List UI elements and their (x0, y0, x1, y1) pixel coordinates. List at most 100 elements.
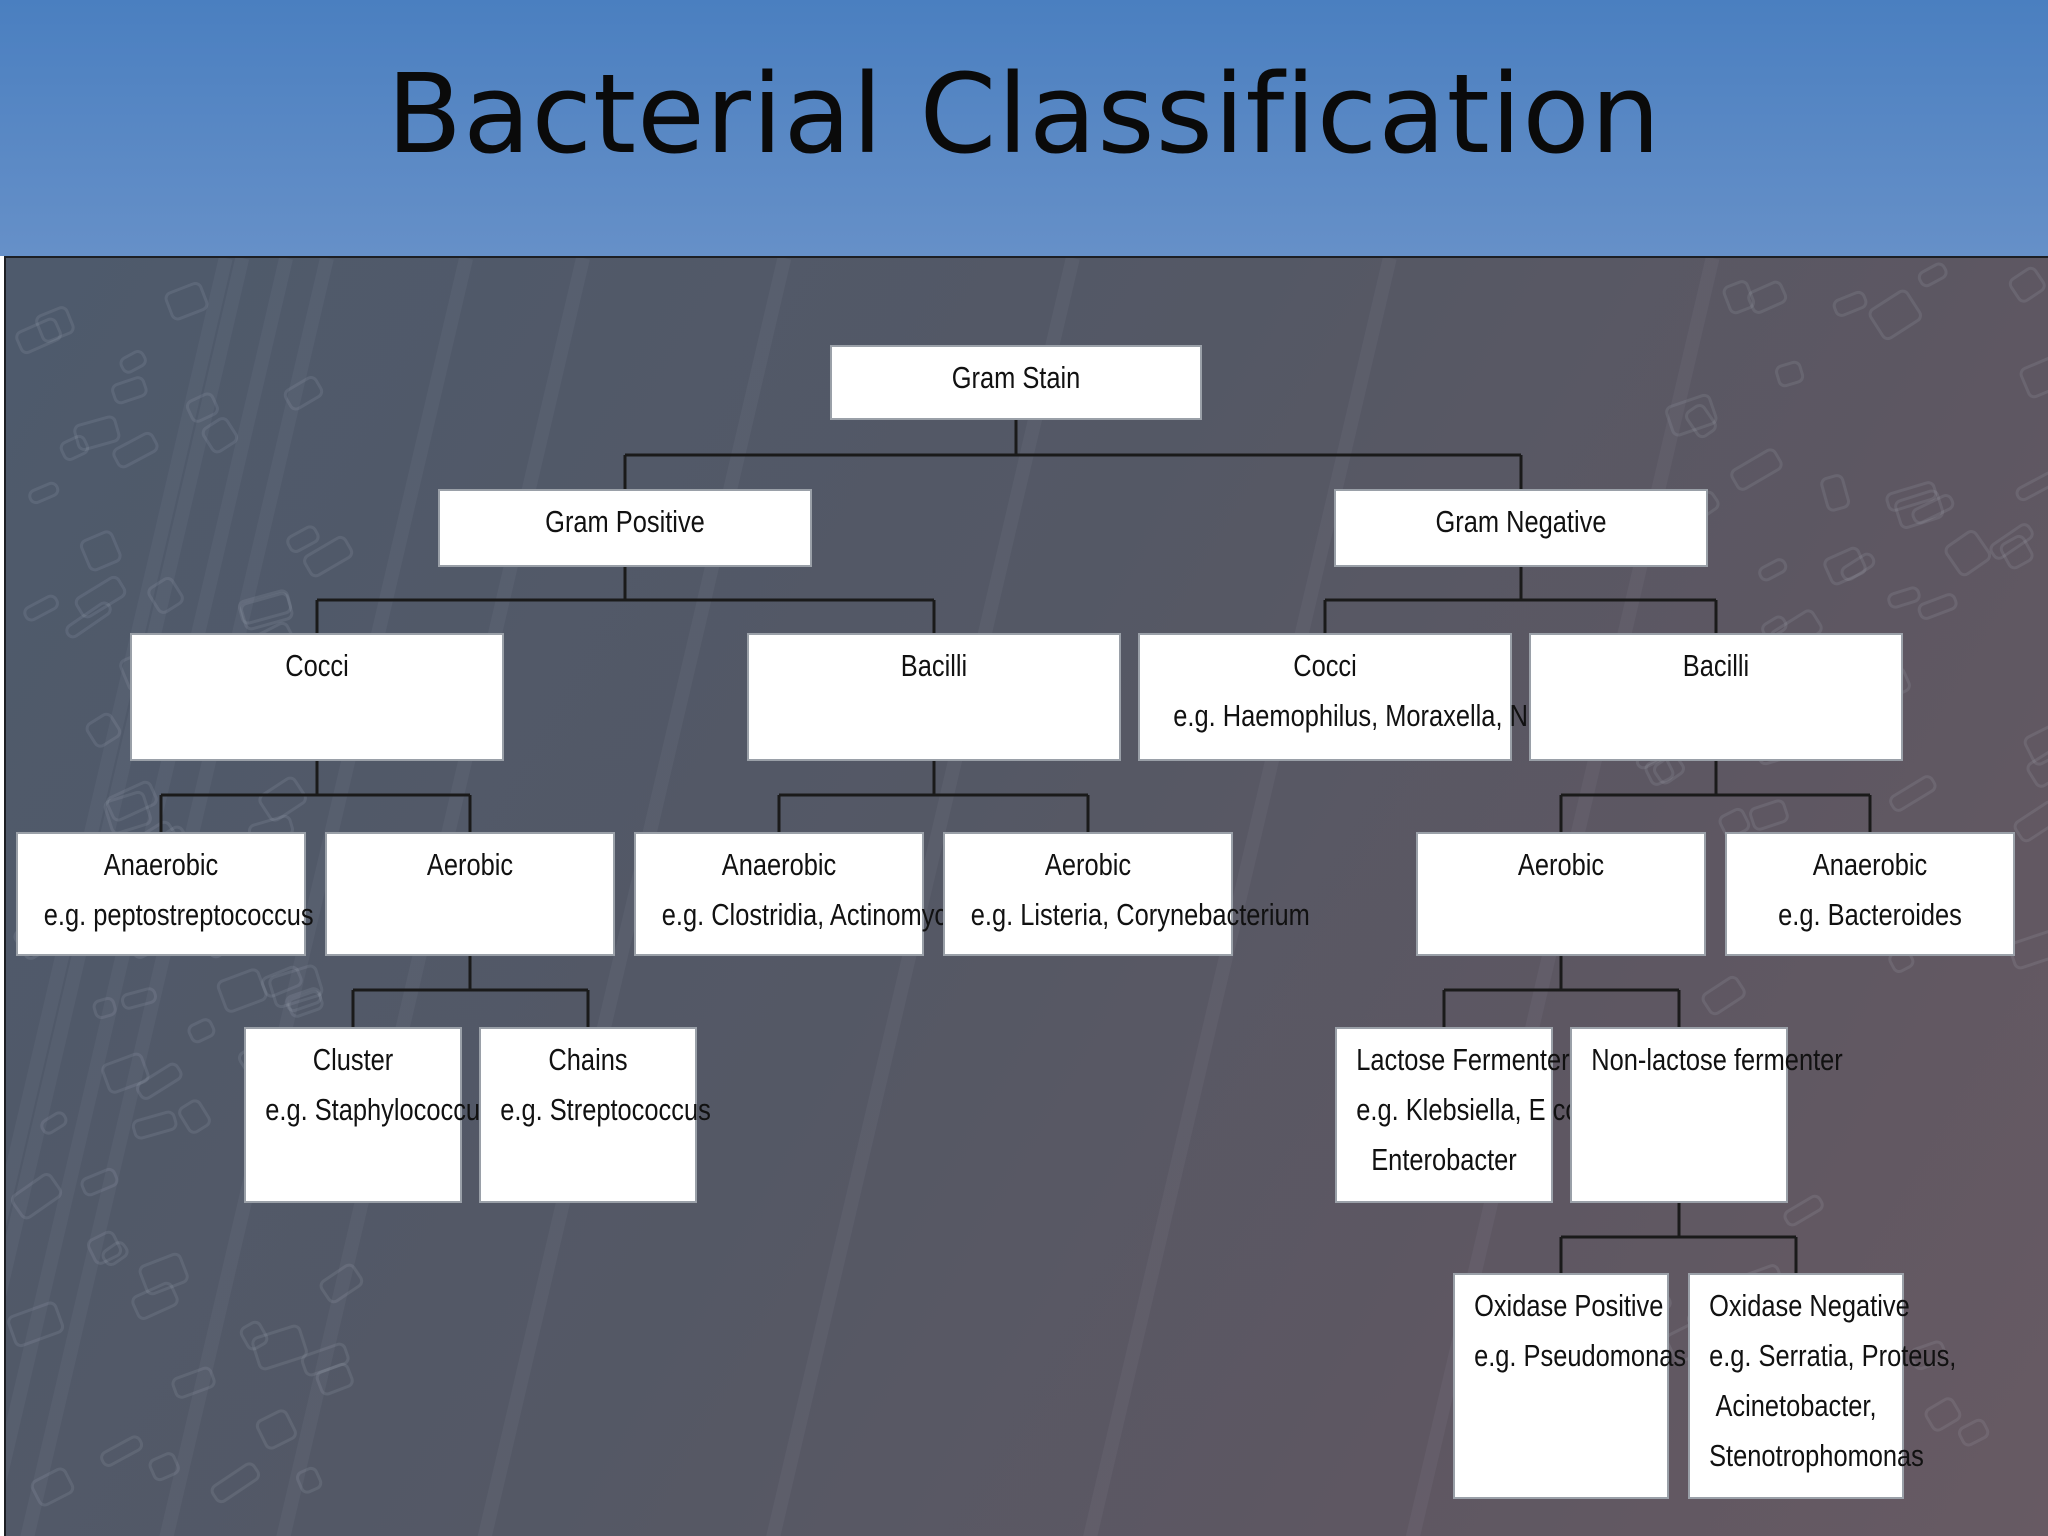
texture-mark (1644, 756, 1675, 786)
texture-mark (268, 964, 324, 1009)
node-text-line: Gram Stain (951, 360, 1081, 395)
node-text-line: Aerobic (426, 847, 514, 882)
node-text-line: Cluster (312, 1042, 394, 1077)
texture-mark (112, 431, 159, 469)
texture-mark (261, 965, 303, 998)
texture-mark (103, 790, 152, 835)
texture-mark (1989, 523, 2034, 560)
node-text-line: e.g. Listeria, Corynebacterium (970, 897, 1310, 932)
node-text-line: Aerobic (1517, 847, 1605, 882)
texture-mark (2008, 266, 2046, 303)
node-gnb-aerobic: Aerobic (1416, 832, 1706, 956)
texture-mark (255, 1409, 297, 1450)
texture-mark (1665, 393, 1718, 437)
texture-mark (35, 306, 75, 343)
slide-title: Bacterial Classification (386, 50, 1662, 178)
texture-mark (239, 1320, 269, 1351)
texture-mark (237, 589, 293, 625)
texture-mark (164, 281, 209, 321)
texture-mark (85, 712, 122, 748)
node-text-line: Bacilli (900, 648, 968, 683)
node-text-line: e.g. Haemophilus, Moraxella, Neisseria (1173, 698, 1616, 733)
texture-mark (1749, 799, 1789, 831)
texture-mark (1747, 280, 1788, 314)
texture-mark (10, 1173, 63, 1220)
node-text-line: e.g. Staphylococcus (265, 1092, 493, 1127)
texture-mark (111, 376, 148, 405)
texture-mark (1910, 1340, 1948, 1371)
node-text-line: Anaerobic (721, 847, 837, 882)
node-chains: Chains e.g. Streptococcus (479, 1027, 711, 1203)
node-text-line: e.g. Serratia, Proteus, (1709, 1338, 1957, 1373)
texture-mark (283, 375, 324, 411)
node-gpc-aerobic: Aerobic (325, 832, 615, 956)
texture-streak (1083, 258, 1397, 1536)
texture-mark (240, 592, 294, 631)
texture-mark (1685, 403, 1717, 439)
texture-mark (147, 576, 184, 614)
texture-mark (148, 1452, 180, 1482)
texture-mark (319, 1263, 364, 1304)
node-text-line: Cocci (285, 648, 349, 683)
node-text-line: Anaerobic (103, 847, 219, 882)
node-gp-cocci: Cocci (130, 633, 504, 761)
texture-mark (80, 1167, 119, 1197)
texture-mark (15, 317, 62, 355)
texture-mark (23, 594, 59, 622)
texture-mark (30, 1467, 75, 1507)
texture-mark (1758, 558, 1788, 582)
node-text-line: Bacilli (1682, 648, 1750, 683)
texture-mark (1917, 262, 1948, 288)
texture-mark (1775, 360, 1805, 388)
texture-mark (119, 350, 147, 374)
texture-mark (1730, 448, 1783, 491)
node-text-line: Oxidase Negative (1709, 1288, 1910, 1323)
texture-mark (1958, 1418, 1990, 1447)
texture-mark (303, 535, 354, 578)
texture-mark (135, 1062, 183, 1100)
node-text-line: Stenotrophomonas (1709, 1438, 1924, 1473)
texture-mark (1701, 975, 1746, 1016)
texture-mark (1832, 290, 1868, 317)
texture-streak (159, 258, 473, 1536)
texture-mark (171, 1366, 216, 1399)
texture-mark (79, 530, 122, 572)
node-text-line: e.g. Klebsiella, E coli (1356, 1092, 1591, 1127)
node-text-line: e.g. Streptococcus (500, 1092, 711, 1127)
texture-mark (92, 996, 117, 1020)
texture-mark (201, 417, 239, 454)
node-gram-stain: Gram Stain (830, 345, 1202, 420)
texture-mark (1911, 494, 1955, 525)
texture-mark (120, 987, 158, 1010)
title-bar: Bacterial Classification (0, 0, 2048, 256)
texture-mark (74, 575, 127, 619)
texture-mark (1889, 775, 1937, 812)
texture-mark (2019, 355, 2048, 399)
texture-mark (138, 1252, 189, 1296)
node-text-line: Chains (548, 1042, 628, 1077)
node-text-line: Aerobic (1044, 847, 1132, 882)
node-text-line: Anaerobic (1812, 847, 1928, 882)
node-non-lactose-fermenter: Non-lactose fermenter (1570, 1027, 1843, 1203)
texture-mark (28, 481, 60, 505)
texture-mark (2013, 800, 2048, 843)
texture-mark (65, 601, 112, 639)
texture-mark (131, 1281, 179, 1320)
texture-mark (251, 1324, 308, 1371)
texture-mark (1868, 289, 1922, 341)
texture-mark (1820, 474, 1850, 512)
texture-mark (2015, 471, 2048, 502)
node-gram-negative: Gram Negative (1334, 489, 1708, 567)
texture-mark (131, 1110, 178, 1140)
texture-mark (2023, 718, 2048, 766)
node-gpb-aerobic: Aerobic e.g. Listeria, Corynebacterium (943, 832, 1310, 956)
texture-mark (287, 990, 324, 1018)
texture-mark (1840, 552, 1876, 581)
